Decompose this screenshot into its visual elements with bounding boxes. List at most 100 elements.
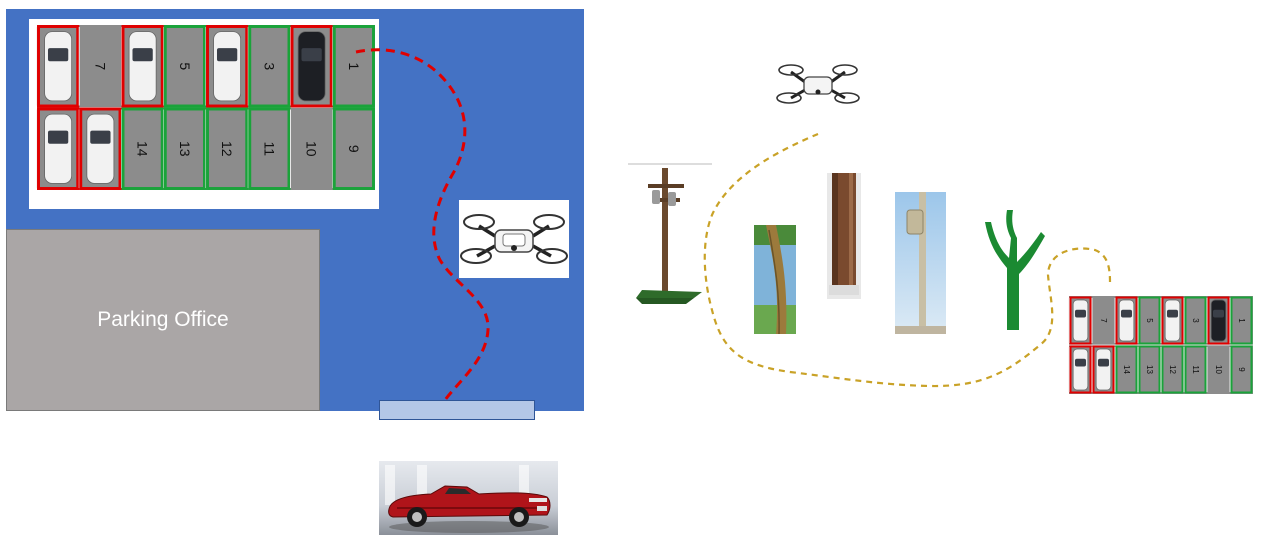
spot-number-label: 3 <box>261 62 277 70</box>
occupied-spot-box <box>1161 296 1184 345</box>
parking-spot-s13: 13 <box>1137 345 1161 394</box>
parking-spot-car-f <box>78 107 122 190</box>
parking-spot-s12: 12 <box>205 107 249 190</box>
parking-spot-s3: 3 <box>247 25 291 108</box>
free-spot-box <box>248 25 291 108</box>
parked-car <box>1095 348 1112 391</box>
parking-spot-s11: 11 <box>1183 345 1207 394</box>
parking-spot-car-f <box>1091 345 1115 394</box>
spot-number-label: 3 <box>1191 318 1200 323</box>
parking-spot-car-c <box>1160 296 1184 345</box>
car-windshield <box>1074 358 1087 367</box>
occupied-spot-box <box>1069 296 1092 345</box>
parking-spot-s13: 13 <box>163 107 206 190</box>
parking-spot-s10: 10 <box>290 109 320 188</box>
parking-spot-car-d <box>290 25 333 108</box>
outdoor-drone-icon <box>776 64 860 104</box>
car-windshield <box>301 48 322 62</box>
occupied-spot-box <box>37 25 80 108</box>
palm-tree-trunk-obstacle <box>754 225 796 335</box>
free-spot-box <box>121 107 164 190</box>
parking-office-label: Parking Office <box>97 308 229 331</box>
free-spot-box <box>1161 345 1184 394</box>
spot-number-label: 13 <box>1145 365 1154 374</box>
free-spot-box <box>248 107 291 190</box>
parking-spot-car-a <box>1068 296 1092 345</box>
parking-spot-s14: 14 <box>121 107 164 190</box>
utility-pole-obstacle <box>628 163 712 304</box>
occupied-spot-box <box>79 107 122 190</box>
spot-number-label: 1 <box>1237 318 1246 323</box>
parking-spot-s3: 3 <box>1183 296 1207 345</box>
light-pole-obstacle <box>895 192 946 334</box>
pillar-obstacle <box>827 173 861 299</box>
parking-spot-s11: 11 <box>247 107 291 190</box>
parked-car <box>1072 299 1089 342</box>
spot-number-label: 5 <box>1145 318 1154 323</box>
spot-number-label: 5 <box>177 62 193 70</box>
spot-number-label: 1 <box>346 62 362 70</box>
spot-number-label: 10 <box>1214 365 1223 374</box>
spot-number-label: 14 <box>135 141 151 157</box>
free-spot-box <box>1138 345 1161 394</box>
parking-spot-s5: 5 <box>1137 296 1161 345</box>
free-spot-box <box>1138 296 1161 345</box>
spot-number-label: 7 <box>1099 318 1108 323</box>
occupied-spot-box <box>1115 296 1138 345</box>
parking-spot-car-d <box>1206 296 1230 345</box>
spot-number-label: 10 <box>304 141 320 157</box>
parking-spot-s10: 10 <box>1206 347 1223 392</box>
parked-car <box>1210 299 1227 342</box>
parked-car <box>1072 348 1089 391</box>
entrance-gate <box>379 400 535 420</box>
spot-number-label: 12 <box>219 141 235 157</box>
parking-spot-s7: 7 <box>78 27 108 106</box>
car-windshield <box>216 48 238 62</box>
free-spot-box <box>332 107 375 190</box>
car-windshield <box>1212 309 1225 318</box>
parking-spot-car-b <box>1114 296 1138 345</box>
free-spot-box <box>1115 345 1138 394</box>
car-windshield <box>47 130 69 144</box>
parking-spot-car-e <box>1068 345 1092 394</box>
occupied-spot-box <box>290 25 333 108</box>
free-spot-box <box>163 25 206 108</box>
tree-obstacle <box>985 210 1045 330</box>
car-windshield <box>1120 309 1133 318</box>
parking-spot-s12: 12 <box>1160 345 1184 394</box>
occupied-spot-box <box>37 107 80 190</box>
car-windshield <box>1166 309 1179 318</box>
car-windshield <box>132 48 153 62</box>
spot-number-label: 7 <box>92 62 108 70</box>
parking-spot-s5: 5 <box>163 25 206 108</box>
free-spot-box <box>1230 296 1253 345</box>
parking-spot-car-b <box>121 25 164 108</box>
parking-spot-s9: 9 <box>332 107 375 190</box>
free-spot-box <box>1184 296 1207 345</box>
spot-number-label: 12 <box>1168 365 1177 374</box>
spot-number-label: 11 <box>261 141 277 156</box>
spot-number-label: 13 <box>177 141 193 157</box>
parking-lot-aerial-photo: 7 5 3 1 14 13 12 11 10 9 <box>36 25 375 190</box>
free-spot-box <box>206 107 249 190</box>
car-windshield <box>1074 309 1087 318</box>
free-spot-box <box>332 25 375 108</box>
car-windshield <box>90 130 111 144</box>
free-spot-box <box>1184 345 1207 394</box>
outdoor-flight-path <box>703 132 1112 388</box>
red-convertible-car-photo <box>379 461 558 535</box>
parking-spot-car-e <box>36 107 80 190</box>
parking-spot-car-c <box>205 25 249 108</box>
parking-spot-s14: 14 <box>1114 345 1138 394</box>
parked-car <box>1118 299 1135 342</box>
parking-spot-s7: 7 <box>1091 298 1108 343</box>
free-spot-box <box>1230 345 1253 394</box>
free-spot-box <box>163 107 206 190</box>
spot-number-label: 11 <box>1191 365 1200 374</box>
parking-office-building <box>6 229 320 411</box>
occupied-spot-box <box>121 25 164 108</box>
indoor-flight-path <box>355 48 490 401</box>
parking-spot-car-a <box>36 25 80 108</box>
occupied-spot-box <box>1207 296 1230 345</box>
